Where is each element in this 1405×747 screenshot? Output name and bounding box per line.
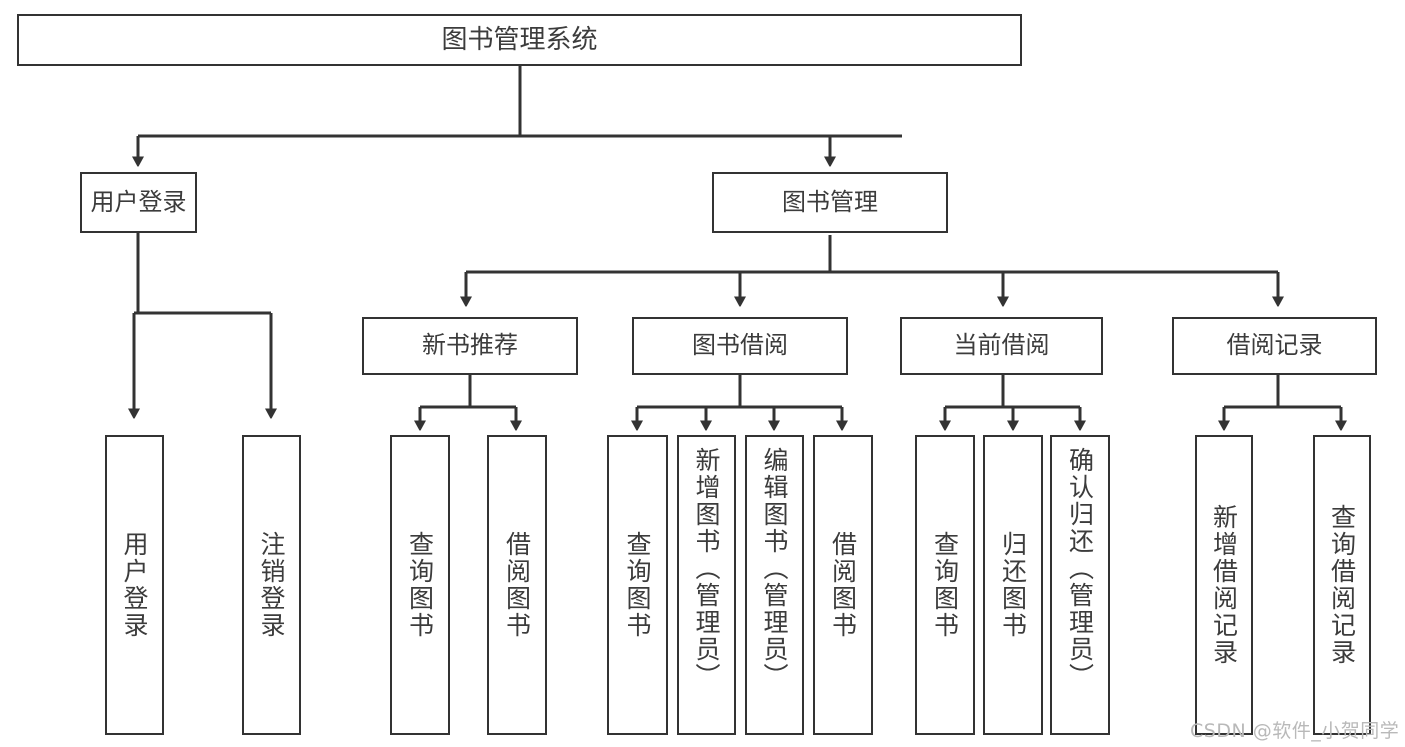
node-current-borrow-label: 当前借阅 [953, 331, 1050, 360]
node-borrow-record-label: 借阅记录 [1226, 331, 1323, 360]
node-leaf-add-book[interactable]: 新增图书（管理员） [677, 435, 736, 735]
node-leaf-borrow-book-2-label: 借阅图书 [828, 531, 858, 639]
node-root-label: 图书管理系统 [441, 24, 598, 55]
node-leaf-logout[interactable]: 注销登录 [242, 435, 301, 735]
node-leaf-query-record[interactable]: 查询借阅记录 [1313, 435, 1371, 735]
node-leaf-add-record[interactable]: 新增借阅记录 [1195, 435, 1253, 735]
node-user-login-label: 用户登录 [90, 187, 187, 216]
node-new-book-recommend-label: 新书推荐 [422, 331, 518, 360]
node-leaf-add-record-label: 新增借阅记录 [1209, 504, 1239, 666]
node-current-borrow[interactable]: 当前借阅 [900, 317, 1103, 375]
node-leaf-user-login-label: 用户登录 [120, 531, 149, 639]
node-leaf-borrow-book-2[interactable]: 借阅图书 [813, 435, 873, 735]
node-leaf-return-book[interactable]: 归还图书 [983, 435, 1043, 735]
node-leaf-borrow-book-1[interactable]: 借阅图书 [487, 435, 547, 735]
node-book-management[interactable]: 图书管理 [712, 172, 948, 233]
node-leaf-return-book-label: 归还图书 [998, 531, 1028, 639]
node-book-borrow[interactable]: 图书借阅 [632, 317, 848, 375]
node-leaf-query-book-2-label: 查询图书 [623, 531, 652, 639]
node-leaf-query-book-3-label: 查询图书 [930, 531, 960, 639]
node-leaf-add-book-label: 新增图书（管理员） [692, 447, 721, 690]
node-book-borrow-label: 图书借阅 [692, 331, 788, 360]
node-leaf-query-book-1-label: 查询图书 [405, 531, 435, 639]
node-leaf-edit-book[interactable]: 编辑图书（管理员） [745, 435, 804, 735]
node-user-login[interactable]: 用户登录 [80, 172, 197, 233]
node-book-management-label: 图书管理 [782, 187, 878, 216]
node-leaf-edit-book-label: 编辑图书（管理员） [760, 447, 789, 690]
node-new-book-recommend[interactable]: 新书推荐 [362, 317, 578, 375]
node-leaf-query-book-3[interactable]: 查询图书 [915, 435, 975, 735]
node-leaf-query-book-2[interactable]: 查询图书 [607, 435, 668, 735]
node-leaf-borrow-book-1-label: 借阅图书 [502, 531, 532, 639]
node-leaf-confirm-return-label: 确认归还（管理员） [1065, 447, 1095, 690]
node-leaf-user-login[interactable]: 用户登录 [105, 435, 164, 735]
node-root[interactable]: 图书管理系统 [17, 14, 1022, 66]
node-leaf-query-record-label: 查询借阅记录 [1327, 504, 1357, 666]
node-leaf-query-book-1[interactable]: 查询图书 [390, 435, 450, 735]
node-borrow-record[interactable]: 借阅记录 [1172, 317, 1377, 375]
node-leaf-confirm-return[interactable]: 确认归还（管理员） [1050, 435, 1110, 735]
node-leaf-logout-label: 注销登录 [257, 531, 286, 639]
